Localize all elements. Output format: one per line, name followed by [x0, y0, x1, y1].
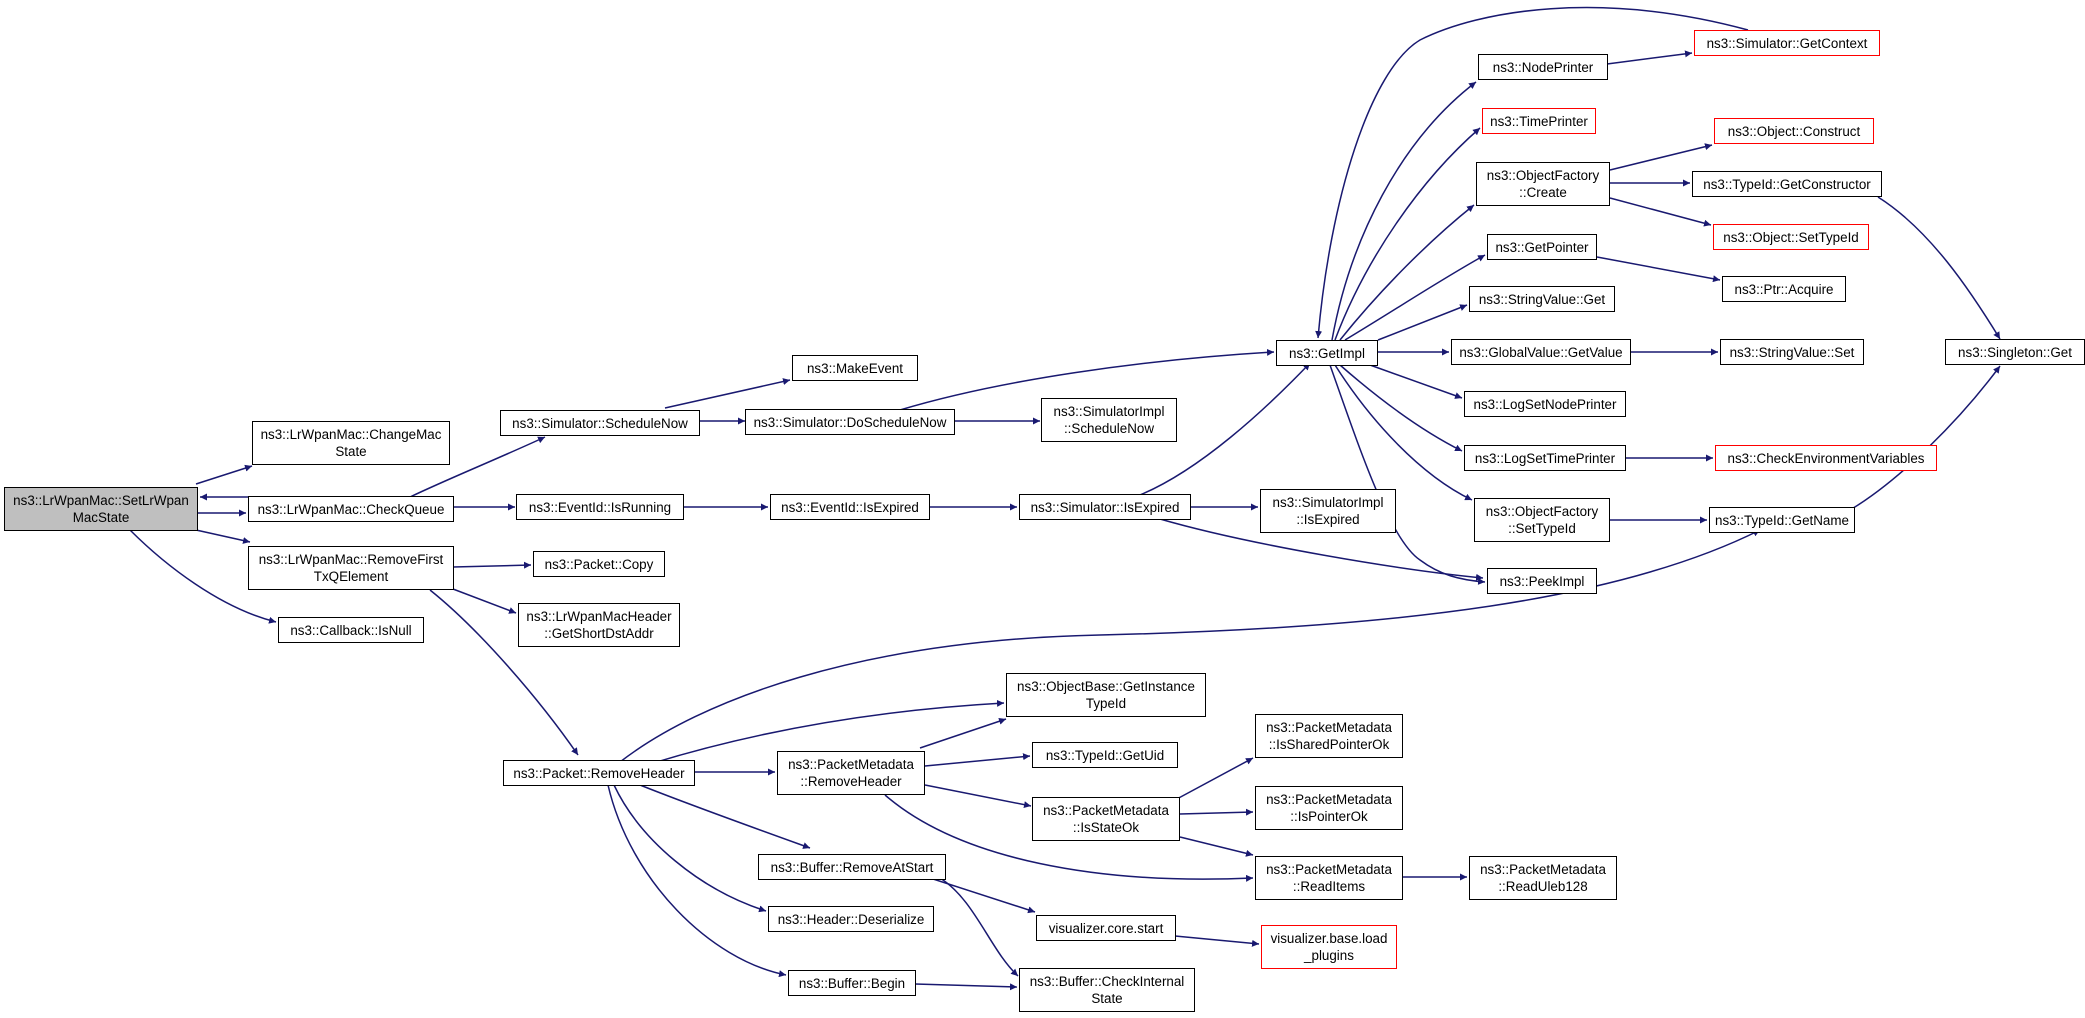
edge-checkqueue-schedulenow	[409, 436, 546, 498]
edge-schedulenow-makeevent	[664, 378, 791, 409]
node-object-construct[interactable]: ns3::Object::Construct	[1714, 118, 1874, 144]
edge-removefirst-removeheader	[429, 589, 579, 756]
edge-getpointer-ptracquire	[1596, 256, 1721, 283]
edge-removefirst-getshortdst	[452, 588, 517, 614]
node-stringvalue-set[interactable]: ns3::StringValue::Set	[1720, 339, 1864, 365]
edge-ofcreate-objconstruct	[1609, 143, 1713, 171]
edge-removeheader-getname	[619, 529, 1761, 763]
edge-removefirst-packetcopy	[452, 561, 532, 569]
edge-getimpl-stringvalueget	[1377, 304, 1468, 341]
node-lrwpanmac-removefirsttxqelement[interactable]: ns3::LrWpanMac::RemoveFirst TxQElement	[248, 546, 454, 590]
edge-pmremoveheader-getinstancetypeid	[919, 717, 1007, 749]
node-checkenvironmentvariables[interactable]: ns3::CheckEnvironmentVariables	[1715, 445, 1937, 471]
node-peekimpl[interactable]: ns3::PeekImpl	[1487, 568, 1597, 594]
node-getimpl[interactable]: ns3::GetImpl	[1276, 340, 1378, 366]
node-packetmetadata-removeheader[interactable]: ns3::PacketMetadata ::RemoveHeader	[777, 751, 925, 795]
edge-removeheader-removeatstart	[639, 784, 811, 849]
call-edges	[129, 6, 2001, 991]
edge-removeatstart-vizstart	[929, 877, 1036, 914]
edge-removeatstart-checkinternal	[939, 877, 1019, 977]
node-lrwpanmac-checkqueue[interactable]: ns3::LrWpanMac::CheckQueue	[248, 496, 454, 522]
edge-simisexpired-getimpl	[1139, 362, 1311, 496]
edge-root-changemacstate	[195, 464, 253, 485]
node-globalvalue-getvalue[interactable]: ns3::GlobalValue::GetValue	[1451, 339, 1631, 365]
node-lrwpanmac-setlrwpanmacstate: ns3::LrWpanMac::SetLrWpan MacState	[4, 487, 198, 531]
edge-isstateok-readitems	[1179, 836, 1254, 857]
node-packet-removeheader[interactable]: ns3::Packet::RemoveHeader	[503, 760, 695, 786]
node-eventid-isrunning[interactable]: ns3::EventId::IsRunning	[516, 494, 684, 520]
node-typeid-getname[interactable]: ns3::TypeId::GetName	[1709, 507, 1855, 533]
node-object-settypeid[interactable]: ns3::Object::SetTypeId	[1713, 224, 1869, 250]
node-simulator-getcontext[interactable]: ns3::Simulator::GetContext	[1694, 30, 1880, 56]
node-visualizer-core-start[interactable]: visualizer.core.start	[1036, 915, 1176, 941]
node-packetmetadata-ispointerok[interactable]: ns3::PacketMetadata ::IsPointerOk	[1255, 786, 1403, 830]
node-makeevent[interactable]: ns3::MakeEvent	[792, 355, 918, 381]
node-logsetnodeprinter[interactable]: ns3::LogSetNodePrinter	[1464, 391, 1626, 417]
edge-getimpl-ofcreate	[1339, 204, 1475, 341]
node-lrwpanmacheader-getshortdstaddr[interactable]: ns3::LrWpanMacHeader ::GetShortDstAddr	[518, 603, 680, 647]
node-getpointer[interactable]: ns3::GetPointer	[1487, 234, 1597, 260]
node-packetmetadata-issharedpointerok[interactable]: ns3::PacketMetadata ::IsSharedPointerOk	[1255, 714, 1403, 758]
edge-removeheader-deserialize	[613, 784, 767, 913]
node-objectfactory-settypeid[interactable]: ns3::ObjectFactory ::SetTypeId	[1474, 498, 1610, 542]
node-nodeprinter[interactable]: ns3::NodePrinter	[1478, 54, 1608, 80]
edge-getimpl-ofsettypeid	[1334, 364, 1473, 501]
node-packet-copy[interactable]: ns3::Packet::Copy	[533, 551, 665, 577]
node-simulatorimpl-schedulenow[interactable]: ns3::SimulatorImpl ::ScheduleNow	[1041, 398, 1177, 442]
node-visualizer-base-load-plugins[interactable]: visualizer.base.load _plugins	[1261, 925, 1397, 969]
edge-getname-singletonget	[1849, 365, 2001, 511]
edge-getimpl-nodeprinter	[1331, 81, 1477, 341]
node-buffer-begin[interactable]: ns3::Buffer::Begin	[788, 970, 916, 996]
node-logsettimeprinter[interactable]: ns3::LogSetTimePrinter	[1464, 445, 1626, 471]
node-lrwpanmac-changemacstate[interactable]: ns3::LrWpanMac::ChangeMac State	[252, 421, 450, 465]
node-eventid-isexpired[interactable]: ns3::EventId::IsExpired	[770, 494, 930, 520]
node-simulatorimpl-isexpired[interactable]: ns3::SimulatorImpl ::IsExpired	[1260, 489, 1396, 533]
edge-nodeprinter-getcontext	[1606, 50, 1693, 65]
node-packetmetadata-isstateok[interactable]: ns3::PacketMetadata ::IsStateOk	[1032, 797, 1180, 841]
edge-isstateok-issharedpointerok	[1174, 757, 1254, 801]
edge-getimpl-lognodeprinter	[1369, 364, 1463, 399]
edge-getimpl-timeprinter	[1334, 127, 1481, 341]
node-typeid-getconstructor[interactable]: ns3::TypeId::GetConstructor	[1692, 171, 1882, 197]
node-callback-isnull[interactable]: ns3::Callback::IsNull	[278, 617, 424, 643]
edge-pmremoveheader-readitems	[884, 794, 1254, 882]
node-buffer-checkinternalstate[interactable]: ns3::Buffer::CheckInternal State	[1019, 968, 1195, 1012]
node-typeid-getuid[interactable]: ns3::TypeId::GetUid	[1032, 742, 1178, 768]
edge-root-removefirst	[195, 529, 251, 544]
node-timeprinter[interactable]: ns3::TimePrinter	[1482, 108, 1596, 134]
node-header-deserialize[interactable]: ns3::Header::Deserialize	[768, 906, 934, 932]
edge-root-isnull	[129, 529, 277, 624]
edge-pmremoveheader-isstateok	[924, 784, 1032, 809]
node-simulator-doschedulenow[interactable]: ns3::Simulator::DoScheduleNow	[745, 409, 955, 435]
node-simulator-isexpired[interactable]: ns3::Simulator::IsExpired	[1019, 494, 1191, 520]
edge-getimpl-peekimpl	[1329, 364, 1486, 585]
edge-pmremoveheader-getuid	[924, 753, 1031, 767]
node-objectbase-getinstancetypeid[interactable]: ns3::ObjectBase::GetInstance TypeId	[1006, 673, 1206, 717]
edge-isstateok-ispointerok	[1179, 808, 1254, 816]
edge-ofcreate-objsettypeid	[1609, 197, 1712, 227]
edge-vizstart-loadplugins	[1174, 935, 1260, 947]
edge-getconstructor-singletonget	[1877, 196, 2001, 340]
node-simulator-schedulenow[interactable]: ns3::Simulator::ScheduleNow	[500, 410, 700, 436]
edge-getcontext-getimpl	[1315, 6, 1749, 339]
edge-getimpl-logtimeprinter	[1339, 364, 1463, 452]
node-packetmetadata-readitems[interactable]: ns3::PacketMetadata ::ReadItems	[1255, 856, 1403, 900]
edge-removeheader-bufferbegin	[607, 784, 787, 978]
edge-doschedulenow-getimpl	[899, 348, 1275, 411]
node-buffer-removeatstart[interactable]: ns3::Buffer::RemoveAtStart	[758, 854, 946, 880]
edge-bufferbegin-checkinternal	[914, 983, 1018, 991]
edge-getimpl-getpointer	[1344, 254, 1486, 341]
node-singleton-get[interactable]: ns3::Singleton::Get	[1945, 339, 2085, 365]
node-ptr-acquire[interactable]: ns3::Ptr::Acquire	[1722, 276, 1846, 302]
node-packetmetadata-readuleb128[interactable]: ns3::PacketMetadata ::ReadUleb128	[1469, 856, 1617, 900]
edge-removeheader-getinstancetypeid	[649, 699, 1005, 765]
node-stringvalue-get[interactable]: ns3::StringValue::Get	[1469, 286, 1615, 312]
node-objectfactory-create[interactable]: ns3::ObjectFactory ::Create	[1476, 162, 1610, 206]
